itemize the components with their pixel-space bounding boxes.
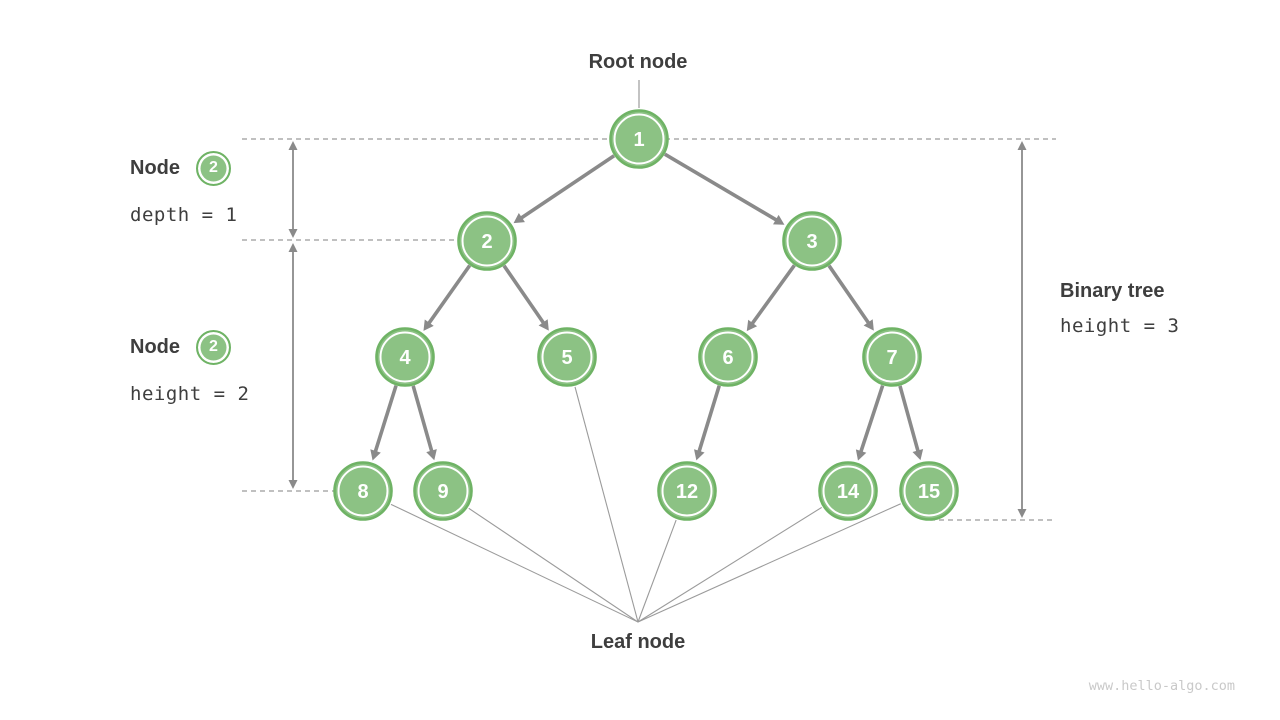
tree-node-value: 12 <box>676 481 698 503</box>
leaf-pointer-line-14 <box>637 506 822 623</box>
tree-node-12: 12 <box>657 461 717 521</box>
tree-node-4: 4 <box>375 327 435 387</box>
tree-edge-1-2 <box>518 154 616 221</box>
tree-node-value: 9 <box>437 481 448 503</box>
tree-node-value: 8 <box>357 481 368 503</box>
arrowhead-icon <box>288 141 298 150</box>
arrowhead-icon <box>1017 141 1027 150</box>
tree-node-value: 6 <box>722 347 733 369</box>
tree-edge-4-9 <box>411 385 435 454</box>
tree-node-value: 1 <box>633 129 644 151</box>
leaf-pointer-line-12 <box>637 519 677 623</box>
tree-node-8: 8 <box>333 461 393 521</box>
tree-node-1: 1 <box>609 109 669 169</box>
tree-edge-2-4 <box>426 264 472 327</box>
leaf-pointer-line-5 <box>574 386 639 623</box>
tree-node-value: 5 <box>561 347 572 369</box>
arrowhead-icon <box>855 449 867 461</box>
tree-node-6: 6 <box>698 327 758 387</box>
tree-edge-3-6 <box>749 264 796 327</box>
arrowhead-icon <box>513 213 525 224</box>
tree-node-3: 3 <box>782 211 842 271</box>
tree-node-2: 2 <box>457 211 517 271</box>
arrowhead-icon <box>912 449 924 461</box>
arrowhead-icon <box>370 449 381 461</box>
tree-edge-6-12 <box>696 385 721 455</box>
tree-node-value: 4 <box>399 347 411 369</box>
arrowhead-icon <box>746 319 758 332</box>
arrowhead-icon <box>694 449 705 461</box>
tree-edge-4-8 <box>372 385 398 455</box>
tree-node-15: 15 <box>899 461 959 521</box>
arrowhead-icon <box>773 214 785 225</box>
arrowhead-icon <box>426 449 437 461</box>
arrowhead-icon <box>288 229 298 238</box>
leaf-pointer-line-15 <box>637 503 901 623</box>
arrowhead-icon <box>863 319 874 331</box>
arrowhead-icon <box>538 319 549 331</box>
tree-node-value: 2 <box>481 231 492 253</box>
tree-edge-2-5 <box>502 264 547 326</box>
tree-node-5: 5 <box>537 327 597 387</box>
tree-node-value: 7 <box>886 347 897 369</box>
tree-node-value: 15 <box>918 481 940 503</box>
tree-edge-3-7 <box>827 264 872 326</box>
leaf-pointer-line-9 <box>468 507 639 623</box>
tree-node-14: 14 <box>818 461 878 521</box>
tree-node-value: 3 <box>806 231 817 253</box>
arrowhead-icon <box>288 480 298 489</box>
arrowhead-icon <box>1017 509 1027 518</box>
tree-node-9: 9 <box>413 461 473 521</box>
arrowhead-icon <box>288 243 298 252</box>
tree-edge-7-15 <box>898 385 921 454</box>
tree-edge-7-14 <box>858 384 885 455</box>
tree-edge-1-3 <box>663 152 780 223</box>
tree-node-value: 14 <box>837 481 860 503</box>
leaf-pointer-line-8 <box>390 503 639 623</box>
arrowhead-icon <box>423 319 434 331</box>
tree-node-7: 7 <box>862 327 922 387</box>
